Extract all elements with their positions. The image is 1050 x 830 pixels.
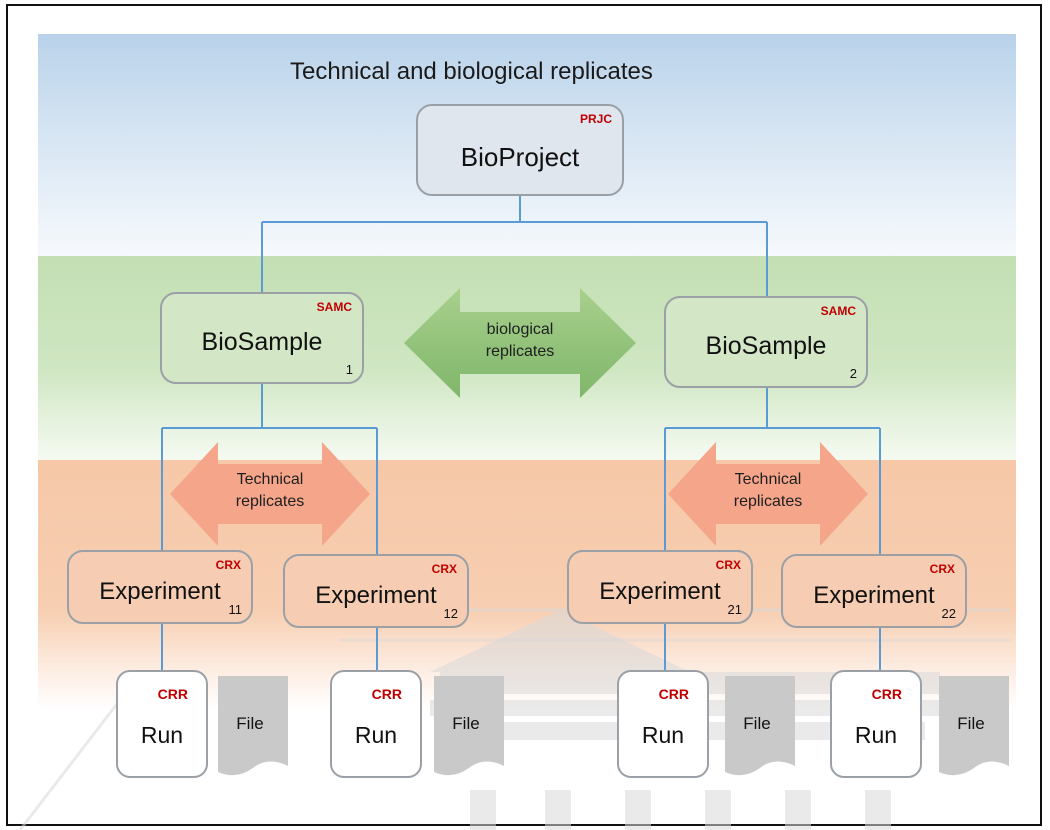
run-label: Run xyxy=(854,722,898,748)
file-icon xyxy=(939,676,1009,776)
experiment-tag: CRX xyxy=(215,558,241,572)
double-arrow-icon xyxy=(668,442,868,546)
file-label: File xyxy=(957,714,985,733)
double-arrow-icon xyxy=(170,442,370,546)
file-1: File xyxy=(218,676,288,780)
biosample-number: 1 xyxy=(345,362,353,377)
biosample-label: BioSample xyxy=(201,328,323,356)
run-tag: CRR xyxy=(658,686,689,702)
experiment-tag: CRX xyxy=(431,562,457,576)
technical-replicates-line1: Technical xyxy=(734,471,802,488)
file-icon xyxy=(725,676,795,776)
biological-replicates-line1: biological xyxy=(486,321,554,338)
file-label: File xyxy=(743,714,771,733)
technical-replicates-line2: replicates xyxy=(235,493,305,510)
experiment-number: 12 xyxy=(443,606,458,621)
experiment-box-22: CRX Experiment 22 xyxy=(781,554,967,628)
run-tag: CRR xyxy=(871,686,902,702)
biosample-number: 2 xyxy=(849,366,857,381)
technical-replicates-arrow-2: Technical replicates xyxy=(668,442,868,546)
file-label: File xyxy=(236,714,264,733)
experiment-label: Experiment xyxy=(99,578,221,605)
biosample-tag: SAMC xyxy=(316,300,352,314)
experiment-box-21: CRX Experiment 21 xyxy=(567,550,753,624)
file-4: File xyxy=(939,676,1009,780)
experiment-number: 22 xyxy=(941,606,956,621)
biosample-tag: SAMC xyxy=(820,304,856,318)
double-arrow-icon xyxy=(404,288,636,398)
diagram-title: Technical and biological replicates xyxy=(290,58,653,85)
technical-replicates-line1: Technical xyxy=(236,471,304,488)
run-label: Run xyxy=(641,722,685,748)
biosample-label: BioSample xyxy=(705,332,827,360)
experiment-box-11: CRX Experiment 11 xyxy=(67,550,253,624)
experiment-tag: CRX xyxy=(929,562,955,576)
technical-replicates-arrow-1: Technical replicates xyxy=(170,442,370,546)
experiment-number: 21 xyxy=(727,602,742,617)
run-box-2: CRR Run xyxy=(330,670,422,778)
run-label: Run xyxy=(140,722,184,748)
bioproject-box: PRJC BioProject xyxy=(416,104,624,196)
biological-replicates-line2: replicates xyxy=(485,343,555,360)
experiment-label: Experiment xyxy=(599,578,721,605)
bioproject-tag: PRJC xyxy=(579,112,612,126)
bioproject-label: BioProject xyxy=(460,142,580,172)
experiment-label: Experiment xyxy=(315,582,437,609)
file-2: File xyxy=(434,676,504,780)
biosample-box-2: SAMC BioSample 2 xyxy=(664,296,868,388)
experiment-tag: CRX xyxy=(715,558,741,572)
file-icon xyxy=(218,676,288,776)
experiment-number: 11 xyxy=(228,602,243,617)
experiment-label: Experiment xyxy=(813,582,935,609)
technical-replicates-line2: replicates xyxy=(733,493,803,510)
run-tag: CRR xyxy=(371,686,402,702)
file-label: File xyxy=(452,714,480,733)
biosample-box-1: SAMC BioSample 1 xyxy=(160,292,364,384)
run-box-3: CRR Run xyxy=(617,670,709,778)
biological-replicates-arrow: biological replicates xyxy=(404,288,636,398)
experiment-box-12: CRX Experiment 12 xyxy=(283,554,469,628)
run-box-1: CRR Run xyxy=(116,670,208,778)
run-box-4: CRR Run xyxy=(830,670,922,778)
run-label: Run xyxy=(354,722,398,748)
run-tag: CRR xyxy=(157,686,188,702)
file-icon xyxy=(434,676,504,776)
file-3: File xyxy=(725,676,795,780)
